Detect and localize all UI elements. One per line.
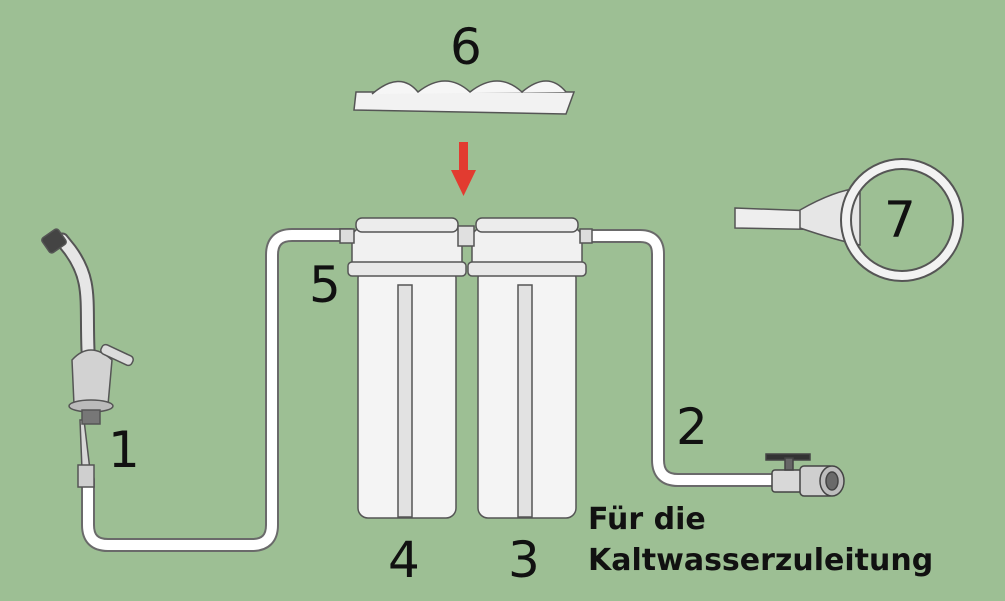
caption: Für die Kaltwasserzuleitung — [588, 500, 933, 581]
down-arrow-icon — [451, 142, 476, 196]
hose-right — [578, 229, 785, 487]
caption-line-1: Für die — [588, 502, 706, 537]
label-wrench: 7 — [884, 191, 916, 249]
ball-valve-icon — [765, 453, 845, 497]
faucet-icon — [41, 228, 134, 488]
label-hose: 2 — [676, 398, 708, 456]
label-filter-left: 4 — [388, 531, 420, 589]
filter-housing-left — [339, 217, 467, 519]
label-bracket: 6 — [450, 18, 482, 76]
label-faucet: 1 — [108, 421, 140, 479]
label-connector: 5 — [309, 256, 341, 314]
filter-housing-right — [457, 217, 593, 519]
label-filter-right: 3 — [508, 531, 540, 589]
mounting-bracket-icon — [353, 80, 576, 115]
filter-wrench-icon — [734, 158, 964, 282]
caption-line-2: Kaltwasserzuleitung — [588, 542, 934, 578]
hose-left — [81, 228, 357, 552]
